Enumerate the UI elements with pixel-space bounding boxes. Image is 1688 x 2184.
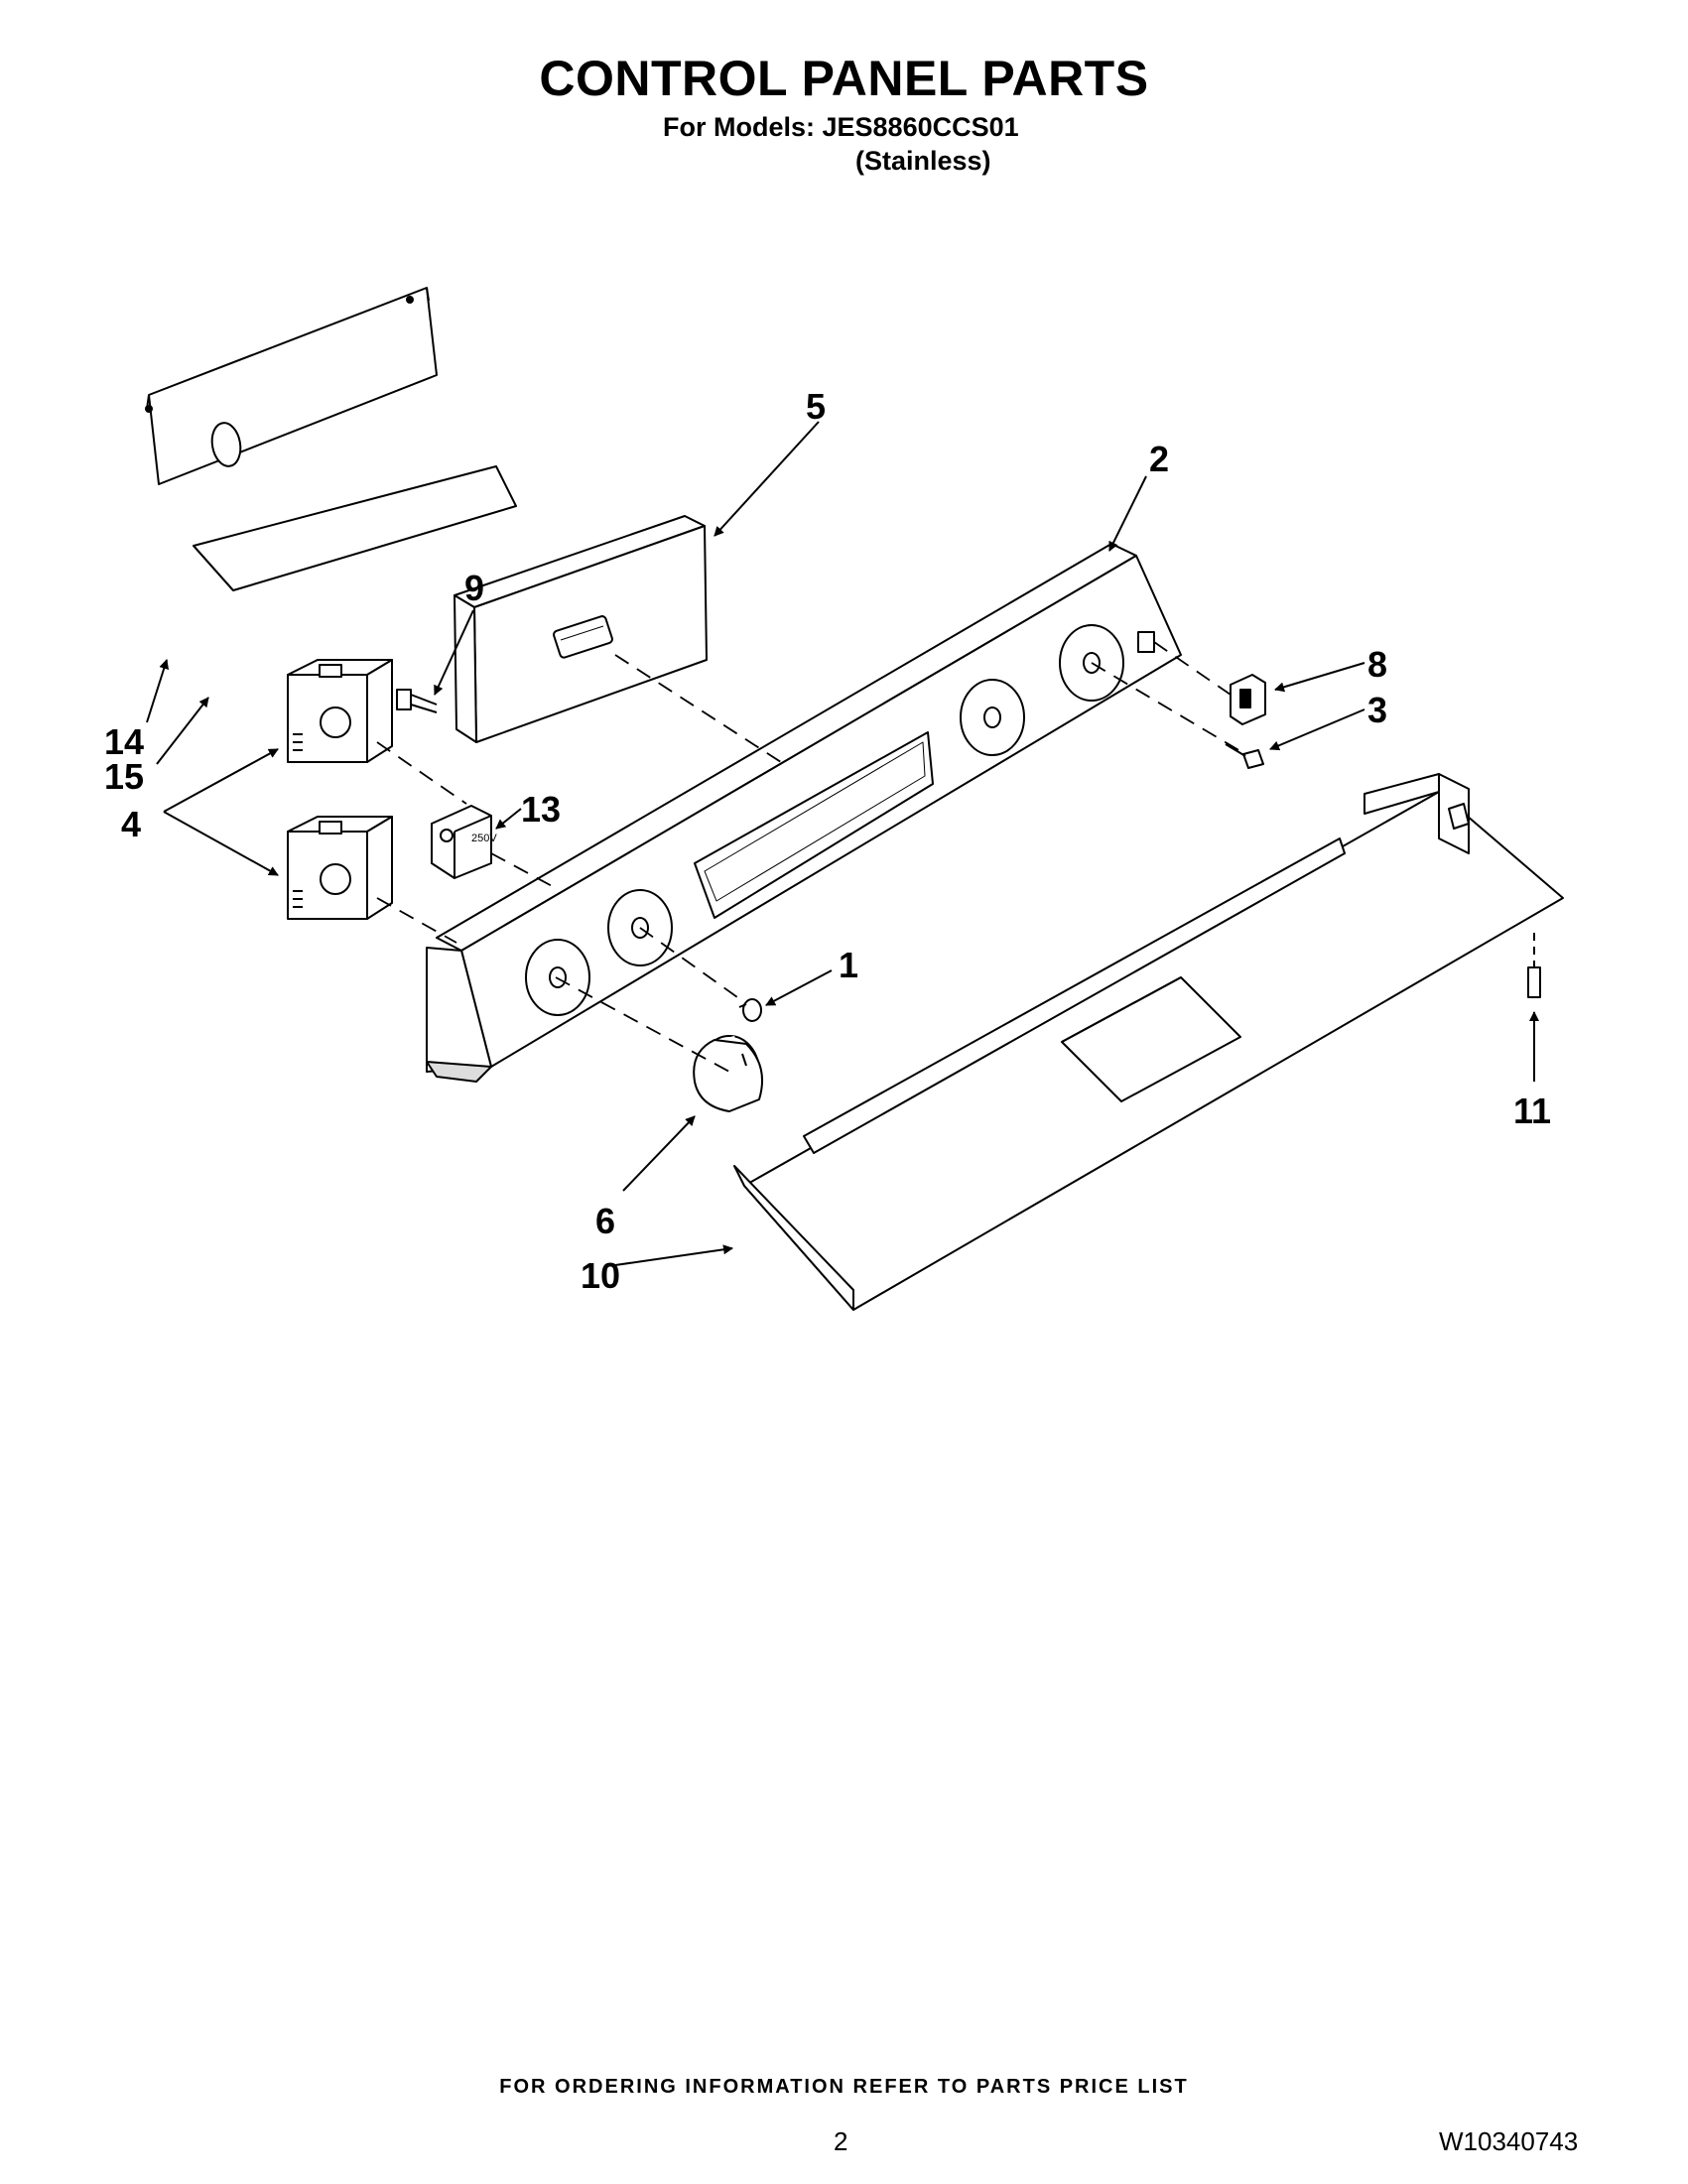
infinite-switch-lower	[287, 816, 393, 920]
callout-3: 3	[1367, 690, 1387, 730]
callout-9: 9	[464, 568, 484, 608]
callout-15: 15	[104, 756, 144, 797]
knob-insert	[738, 998, 762, 1022]
control-knob	[693, 1035, 763, 1112]
callout-14: 14	[104, 721, 144, 762]
finish-line: (Stainless)	[855, 146, 991, 176]
rocker-switch	[431, 805, 492, 879]
rear-shield-panel	[145, 287, 438, 485]
document-number: W10340743	[1439, 2126, 1579, 2156]
light-switch	[1230, 674, 1266, 725]
control-board	[454, 515, 708, 743]
screw-11	[1527, 933, 1541, 998]
page-title: CONTROL PANEL PARTS	[539, 51, 1149, 106]
page-number: 2	[834, 2126, 848, 2156]
callout-13: 13	[521, 789, 561, 830]
callout-5: 5	[806, 386, 826, 427]
callout-11: 11	[1513, 1091, 1551, 1131]
bottom-bracket	[733, 773, 1564, 1311]
callout-6: 6	[595, 1201, 615, 1241]
infinite-switch-upper	[287, 659, 393, 763]
callout-2: 2	[1149, 439, 1169, 479]
callout-10: 10	[581, 1255, 620, 1296]
callout-8: 8	[1367, 644, 1387, 685]
insulation-strip	[193, 465, 517, 591]
switch-voltage-label: 250V	[471, 833, 497, 844]
control-console	[426, 543, 1182, 1083]
models-line: For Models: JES8860CCS01	[663, 112, 1019, 142]
callout-4: 4	[121, 804, 141, 844]
callout-1: 1	[839, 945, 858, 985]
screw-3	[1225, 743, 1264, 769]
screw-9	[396, 689, 438, 713]
ordering-note: FOR ORDERING INFORMATION REFER TO PARTS …	[499, 2076, 1189, 2098]
